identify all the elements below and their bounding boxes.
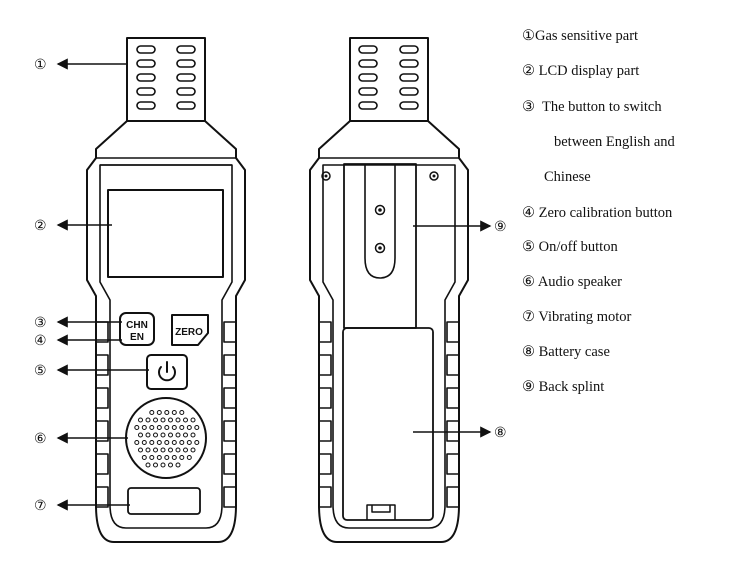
legend-item-3-cont2: Chinese (544, 169, 591, 185)
legend-text: LCD display part (538, 63, 640, 79)
power-button[interactable] (146, 354, 188, 390)
legend-num: ② (522, 63, 535, 79)
battery-case (342, 327, 434, 521)
legend-text: Audio speaker (537, 274, 622, 290)
legend-text: On/off button (538, 239, 618, 255)
lang-switch-button[interactable] (119, 312, 155, 346)
front-faceplate (99, 164, 233, 529)
marker-8: ⑧ (494, 425, 507, 441)
back-left-grips (319, 321, 332, 508)
legend-item-3-cont1: between English and (554, 134, 675, 150)
back-screw-left (321, 171, 331, 181)
legend-text: Battery case (538, 344, 610, 360)
legend-item-8: ⑧ Battery case (522, 344, 610, 361)
legend-item-5: ⑤ On/off button (522, 239, 618, 256)
legend-item-2: ② LCD display part (522, 63, 639, 80)
legend-num: ⑥ (522, 274, 535, 290)
marker-5: ⑤ (34, 363, 47, 379)
front-view (86, 37, 246, 543)
legend-text: The button to switch (542, 99, 662, 115)
marker-2: ② (34, 218, 47, 234)
back-faceplate (322, 164, 456, 529)
zero-button-label: ZERO (175, 327, 203, 338)
back-sensor-slots (358, 45, 419, 110)
back-right-grips (446, 321, 459, 508)
legend-num: ③ (522, 99, 535, 115)
legend-item-1: ①Gas sensitive part (522, 28, 638, 45)
legend-item-4: ④ Zero calibration button (522, 205, 672, 222)
legend-text: Zero calibration button (538, 205, 673, 221)
front-sensor-head (126, 37, 206, 122)
marker-9: ⑨ (494, 219, 507, 235)
splint-screw-top (374, 204, 386, 216)
lang-button-chn-label: CHN (126, 320, 148, 331)
legend-item-3: ③ The button to switch (522, 99, 662, 116)
legend-num: ⑨ (522, 379, 535, 395)
marker-1: ① (34, 57, 47, 73)
zero-button[interactable] (171, 314, 209, 346)
legend-num: ⑤ (522, 239, 535, 255)
vibrating-motor-window (127, 487, 201, 515)
marker-3: ③ (34, 315, 47, 331)
splint-screw-bottom (374, 242, 386, 254)
legend-text: Back splint (538, 379, 605, 395)
legend-num: ⑧ (522, 344, 535, 360)
power-icon (158, 361, 176, 382)
battery-latch[interactable] (366, 504, 396, 520)
back-view (309, 37, 469, 543)
callout-arrows (56, 58, 492, 511)
front-sensor-slots (136, 45, 196, 110)
legend-text: Gas sensitive part (535, 28, 639, 44)
legend-num: ④ (522, 205, 535, 221)
legend-num: ⑦ (522, 309, 535, 325)
lcd-screen (107, 189, 224, 278)
marker-6: ⑥ (34, 431, 47, 447)
legend-item-9: ⑨ Back splint (522, 379, 604, 396)
marker-7: ⑦ (34, 498, 47, 514)
legend-num: ① (522, 28, 535, 44)
back-screw-right (429, 171, 439, 181)
back-sensor-head (349, 37, 429, 122)
lang-button-en-label: EN (130, 332, 144, 343)
legend-text: Vibrating motor (538, 309, 632, 325)
legend-item-6: ⑥ Audio speaker (522, 274, 622, 291)
marker-4: ④ (34, 333, 47, 349)
legend-item-7: ⑦ Vibrating motor (522, 309, 631, 326)
speaker-holes (134, 410, 200, 468)
front-right-grips (223, 321, 236, 508)
